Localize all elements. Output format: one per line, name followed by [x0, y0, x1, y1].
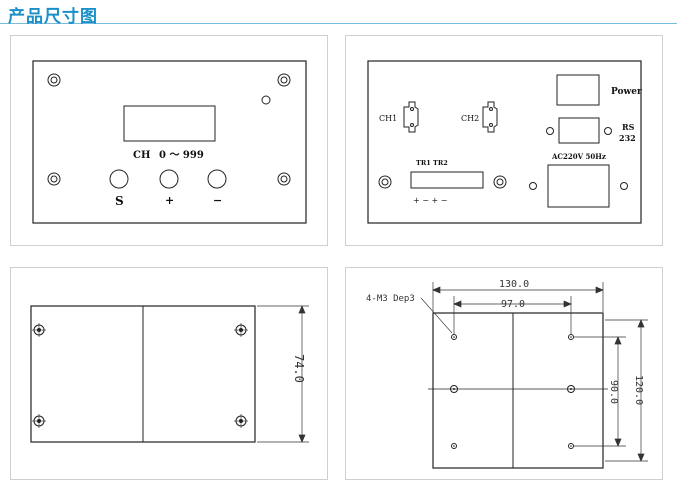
screw-hole-top-left [47, 73, 61, 87]
mount-hole-1 [451, 334, 457, 340]
back-housing-outline [367, 60, 642, 224]
power-label: Power [611, 87, 642, 97]
bottom-housing-outline [432, 312, 604, 469]
front-view-drawing: CH 0 ～ 999 S + − [32, 60, 307, 224]
ac-input-label: AC220V 50Hz [551, 152, 606, 161]
display-window [123, 105, 216, 142]
inner-width-dimension [453, 296, 572, 334]
outer-width-value: 130.0 [499, 279, 529, 290]
back-screw-right [493, 175, 507, 189]
title-divider [0, 23, 677, 24]
side-mount-bottom-left [32, 414, 46, 428]
outer-height-dimension [605, 319, 648, 462]
terminal-polarity: + − + − [413, 196, 447, 205]
hole-spec-leader [420, 297, 453, 334]
mount-hole-2 [568, 334, 574, 340]
inner-height-dimension [574, 336, 626, 447]
side-mount-bottom-right [234, 414, 248, 428]
ac-power-socket [547, 164, 610, 208]
range-label: 0 ～ 999 [159, 150, 204, 161]
mount-hole-3 [450, 385, 458, 393]
side-view-drawing: 74.0 [30, 305, 309, 443]
back-screw-left [378, 175, 392, 189]
side-mount-top-right [234, 323, 248, 337]
back-view-panel: CH1 CH2 Power RS 232 AC220V 50Hz TR1 TR2… [345, 35, 663, 246]
mount-hole-6 [568, 443, 574, 449]
ch1-connector [403, 101, 419, 133]
ch2-connector [482, 101, 498, 133]
bottom-view-panel: 4-M3 Dep3 130.0 97.0 [345, 267, 663, 480]
mount-hole-5 [451, 443, 457, 449]
screw-hole-bottom-right [277, 172, 291, 186]
plus-button-label: + [165, 194, 174, 207]
rs232-port [546, 117, 612, 144]
channel-label: CH [133, 150, 150, 161]
mount-hole-4 [567, 385, 575, 393]
ch1-label: CH1 [379, 114, 397, 123]
power-switch[interactable] [556, 74, 600, 106]
side-mount-top-left [32, 323, 46, 337]
set-button-label: S [115, 194, 124, 208]
side-height-dimension [257, 305, 309, 443]
front-view-panel: CH 0 ～ 999 S + − [10, 35, 328, 246]
rs232-label-top: RS [622, 122, 635, 132]
screw-hole-top-right [277, 73, 291, 87]
side-view-panel: 74.0 [10, 267, 328, 480]
inner-height-value: 90.0 [608, 380, 619, 404]
terminal-block [410, 171, 484, 189]
indicator-led [261, 95, 271, 105]
hole-spec-note: 4-M3 Dep3 [366, 294, 415, 304]
minus-button-label: − [213, 194, 222, 207]
terminal-label: TR1 TR2 [416, 159, 448, 167]
socket-screw-right [620, 182, 628, 190]
set-button[interactable] [109, 169, 129, 189]
side-height-value: 74.0 [292, 354, 306, 383]
page-title: 产品尺寸图 [8, 7, 98, 27]
bottom-view-drawing: 4-M3 Dep3 130.0 97.0 [366, 279, 648, 469]
back-view-drawing: CH1 CH2 Power RS 232 AC220V 50Hz TR1 TR2… [367, 60, 642, 224]
plus-button[interactable] [159, 169, 179, 189]
ch2-label: CH2 [461, 114, 479, 123]
outer-width-dimension [432, 282, 604, 312]
outer-height-value: 120.0 [633, 375, 644, 405]
rs232-label-bottom: 232 [619, 133, 636, 143]
minus-button[interactable] [207, 169, 227, 189]
socket-screw-left [529, 182, 537, 190]
inner-width-value: 97.0 [501, 299, 525, 310]
front-housing-outline [32, 60, 307, 224]
screw-hole-bottom-left [47, 172, 61, 186]
